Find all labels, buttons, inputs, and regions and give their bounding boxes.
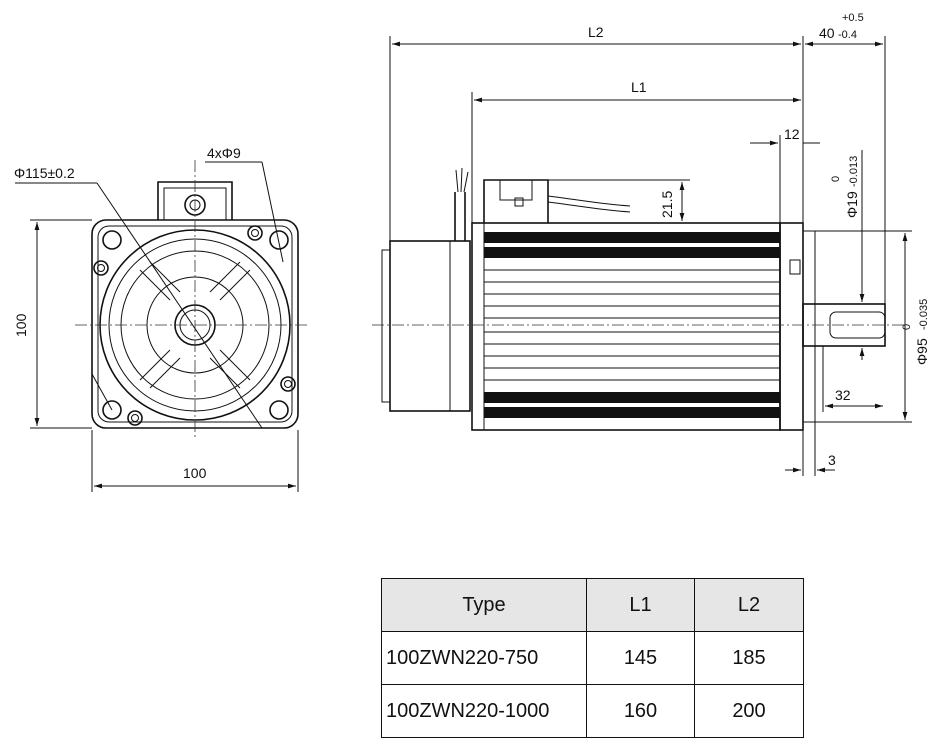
table-row: 100ZWN220-750 145 185: [381, 631, 804, 685]
spigot-dia-label: Φ95: [914, 338, 930, 365]
key-length-label: 32: [835, 387, 851, 403]
spigot-dia-tol-lower: -0.035: [918, 299, 930, 330]
l2-label: L2: [588, 24, 604, 40]
shaft-dia-tol-upper: 0: [830, 176, 842, 182]
row-l2: 200: [694, 684, 804, 738]
table-row: 100ZWN220-1000 160 200: [381, 684, 804, 738]
front-width-label: 100: [183, 465, 207, 481]
row-l1: 160: [586, 684, 695, 738]
connector-height-label: 21.5: [659, 191, 675, 218]
row-l2: 185: [694, 631, 804, 685]
header-type: Type: [381, 578, 587, 632]
front-pcd-label: Φ115±0.2: [14, 165, 75, 181]
shaft-length-tol-lower: -0.4: [838, 29, 857, 41]
spigot-dia-tol-upper: 0: [901, 324, 913, 330]
front-view: [15, 160, 310, 492]
flange-thickness-label: 12: [784, 126, 800, 142]
header-l2: L2: [694, 578, 804, 632]
shaft-dia-label: Φ19: [844, 191, 860, 218]
spigot-length-label: 3: [828, 452, 836, 468]
shaft-dia-tol-lower: -0.013: [848, 156, 860, 187]
shaft-length-label: 40: [819, 25, 835, 41]
front-height-label: 100: [13, 313, 29, 337]
row-type: 100ZWN220-1000: [381, 684, 587, 738]
side-view: [372, 36, 912, 476]
front-holes-label: 4xΦ9: [207, 145, 241, 161]
spec-table-header: Type L1 L2: [381, 578, 804, 632]
spec-table: Type L1 L2 100ZWN220-750 145 185 100ZWN2…: [381, 578, 804, 738]
row-type: 100ZWN220-750: [381, 631, 587, 685]
header-l1: L1: [586, 578, 695, 632]
shaft-length-tol-upper: +0.5: [842, 12, 864, 24]
row-l1: 145: [586, 631, 695, 685]
l1-label: L1: [631, 79, 647, 95]
